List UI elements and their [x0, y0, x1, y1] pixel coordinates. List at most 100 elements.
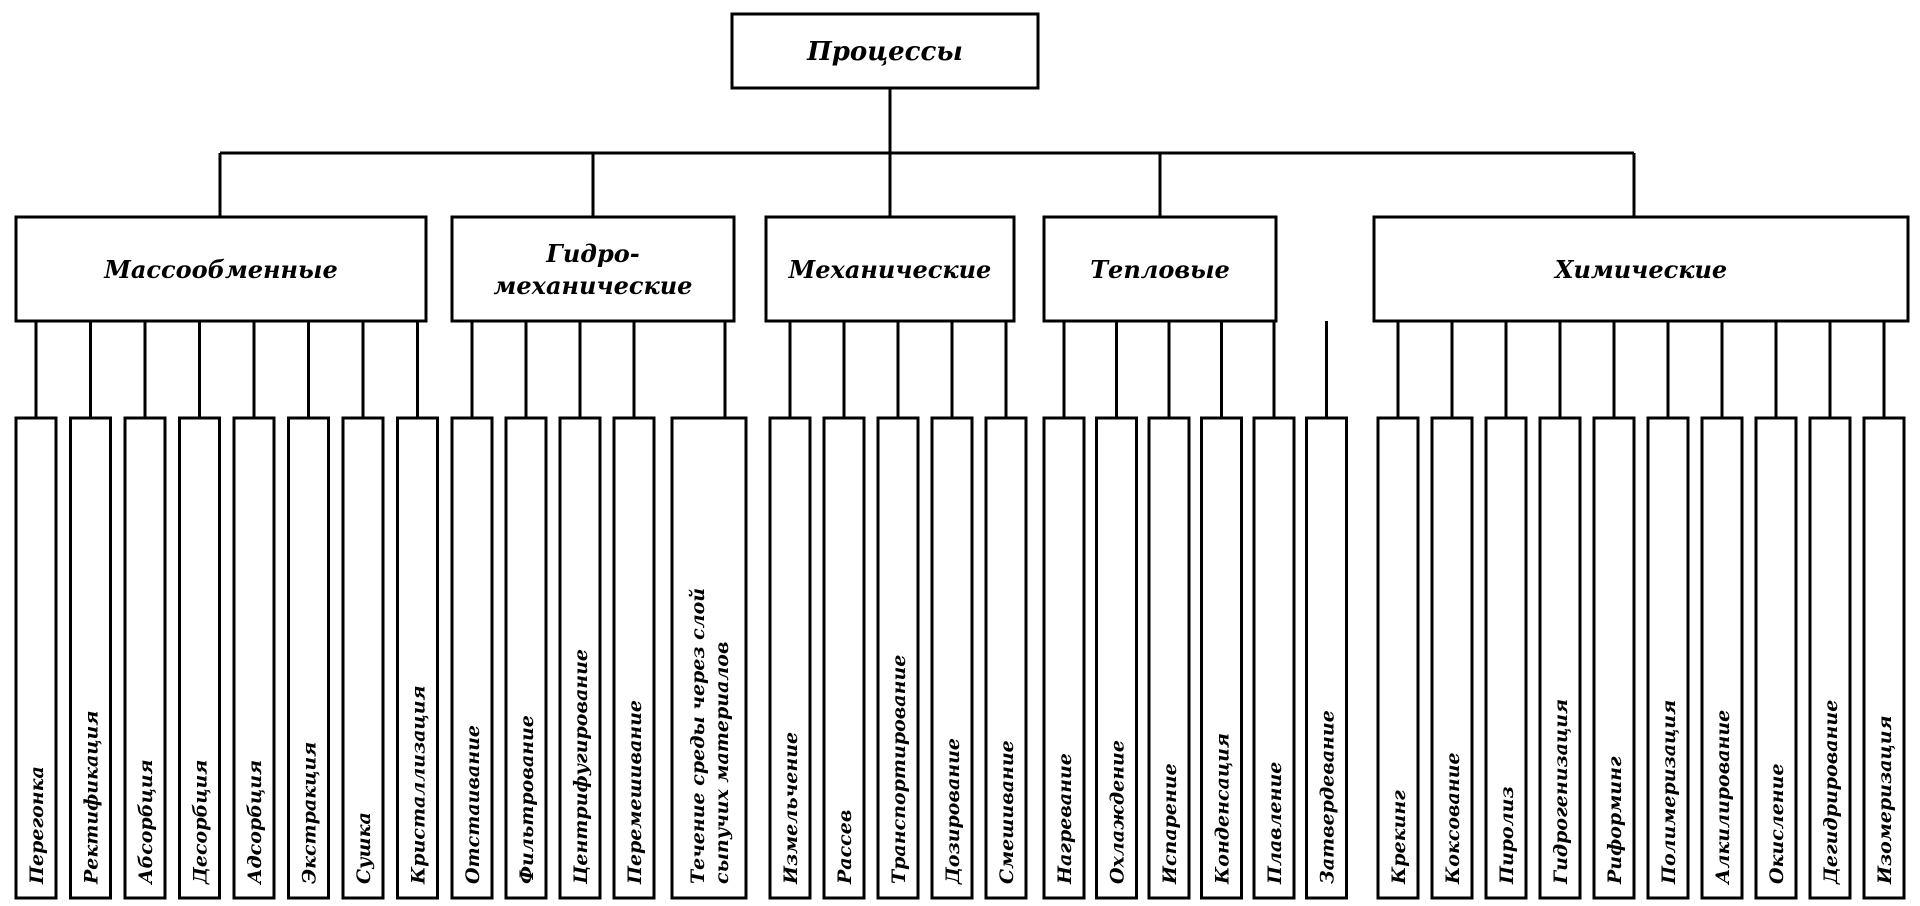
leaf-label: Изомеризация [1874, 715, 1896, 885]
leaf-label: Отстаивание [462, 725, 484, 884]
leaf-label: Полимеризация [1658, 700, 1680, 885]
leaf-label: Измельчение [780, 732, 802, 885]
leaf-box [1042, 416, 1086, 900]
leaf-box [768, 416, 812, 900]
category-label-line: Гидро- [545, 239, 639, 268]
leaf-label-line: Кристаллизация [408, 685, 430, 885]
category-box [764, 215, 1016, 323]
leaf-label: Плавление [1264, 762, 1286, 885]
leaf-label: Транспортирование [888, 655, 910, 884]
leaf-box [123, 416, 167, 900]
leaf-box [930, 416, 974, 900]
leaf-box [1200, 416, 1243, 900]
leaf-label: Гидрогенизация [1550, 699, 1572, 885]
leaf-label-line: Алкилирование [1712, 710, 1734, 886]
leaf-label-line: Гидрогенизация [1550, 699, 1572, 885]
leaf-label: Смешивание [996, 740, 1018, 884]
leaf-box [14, 416, 58, 900]
leaf-label: Пиролиз [1496, 786, 1518, 885]
leaf-box [1305, 416, 1348, 900]
category-label: Механические [788, 255, 992, 284]
leaf-label-line: Нагревание [1054, 753, 1076, 885]
leaf-label: Абсорбция [135, 759, 157, 886]
leaf-box [1147, 416, 1191, 900]
leaf-box [670, 416, 748, 900]
leaf-label-line: Течение среды через слой [687, 588, 709, 884]
category-label-line: Массообменные [103, 255, 337, 284]
leaf-label-line: Изомеризация [1874, 715, 1896, 885]
leaf-label: Окисление [1766, 763, 1788, 884]
leaf-label-line: Измельчение [780, 732, 802, 885]
leaf-box [1808, 416, 1852, 900]
leaf-box [822, 416, 866, 900]
leaf-label: Фильтрование [516, 715, 538, 884]
leaf-label-line: Крекинг [1388, 790, 1410, 885]
leaf-label-line: Фильтрование [516, 715, 538, 884]
category-label: Тепловые [1090, 255, 1230, 284]
leaf-label-line: Абсорбция [135, 759, 157, 886]
leaf-label-line: Перегонка [26, 766, 48, 885]
leaf-label-line: Перемешивание [624, 700, 646, 885]
leaf-label: Десорбция [190, 760, 212, 885]
leaf-box [450, 416, 494, 900]
leaf-label: Адсорбция [244, 760, 266, 886]
leaf-label: Дегидрирование [1820, 700, 1842, 885]
category-box [14, 215, 428, 323]
leaf-label: Ректификация [81, 711, 103, 885]
leaf-label-line: Плавление [1264, 762, 1286, 885]
leaf-box [178, 416, 221, 900]
leaf-label-line: Адсорбция [244, 760, 266, 886]
category-label: Массообменные [103, 255, 337, 284]
leaf-label-line: Десорбция [190, 760, 212, 885]
category-label: Гидро-механические [494, 239, 693, 300]
leaf-label: Сушка [353, 812, 375, 884]
leaf-label: Алкилирование [1712, 710, 1734, 886]
category-box [1372, 215, 1910, 323]
leaf-box [876, 416, 920, 900]
leaf-label-line: сыпучих материалов [711, 642, 733, 884]
leaf-label-line: Коксование [1442, 752, 1464, 885]
root-box [730, 12, 1040, 90]
leaf-box [1538, 416, 1582, 900]
category-label-line: Тепловые [1090, 255, 1230, 284]
leaf-box [1095, 416, 1138, 900]
leaf-label: Экстракция [299, 742, 321, 884]
leaf-label-line: Испарение [1159, 763, 1181, 885]
leaf-label-line: Риформинг [1604, 756, 1626, 885]
category-label-line: Механические [788, 255, 992, 284]
leaf-box [1592, 416, 1636, 900]
leaf-box [1376, 416, 1420, 900]
category-label-line: Химические [1553, 255, 1727, 284]
leaf-label-line: Дегидрирование [1820, 700, 1842, 885]
leaf-label-line: Центрифугирование [570, 649, 592, 885]
root-label: Процессы [806, 37, 963, 67]
leaf-box [1484, 416, 1528, 900]
leaf-label: Коксование [1442, 752, 1464, 885]
leaf-label-line: Отстаивание [462, 725, 484, 884]
leaf-label: Охлаждение [1107, 740, 1129, 884]
leaf-label: Кристаллизация [408, 685, 430, 885]
leaf-label-line: Транспортирование [888, 655, 910, 884]
leaf-box [1754, 416, 1798, 900]
leaf-box [287, 416, 330, 900]
leaf-label-line: Полимеризация [1658, 700, 1680, 885]
leaf-box [396, 416, 439, 900]
leaf-label: Конденсация [1212, 733, 1234, 885]
leaf-label-line: Экстракция [299, 742, 321, 884]
leaf-box [1646, 416, 1690, 900]
leaf-label-line: Ректификация [81, 711, 103, 885]
leaf-label: Затвердевание [1317, 710, 1339, 884]
leaf-box [612, 416, 656, 900]
leaf-box [984, 416, 1028, 900]
leaf-box [69, 416, 112, 900]
leaf-label-line: Окисление [1766, 763, 1788, 884]
leaf-label: Перегонка [26, 766, 48, 885]
category-box [1042, 215, 1278, 323]
leaf-box [1430, 416, 1474, 900]
leaf-box [504, 416, 548, 900]
leaf-box [558, 416, 602, 900]
leaf-label-line: Затвердевание [1317, 710, 1339, 884]
leaf-box [1700, 416, 1744, 900]
